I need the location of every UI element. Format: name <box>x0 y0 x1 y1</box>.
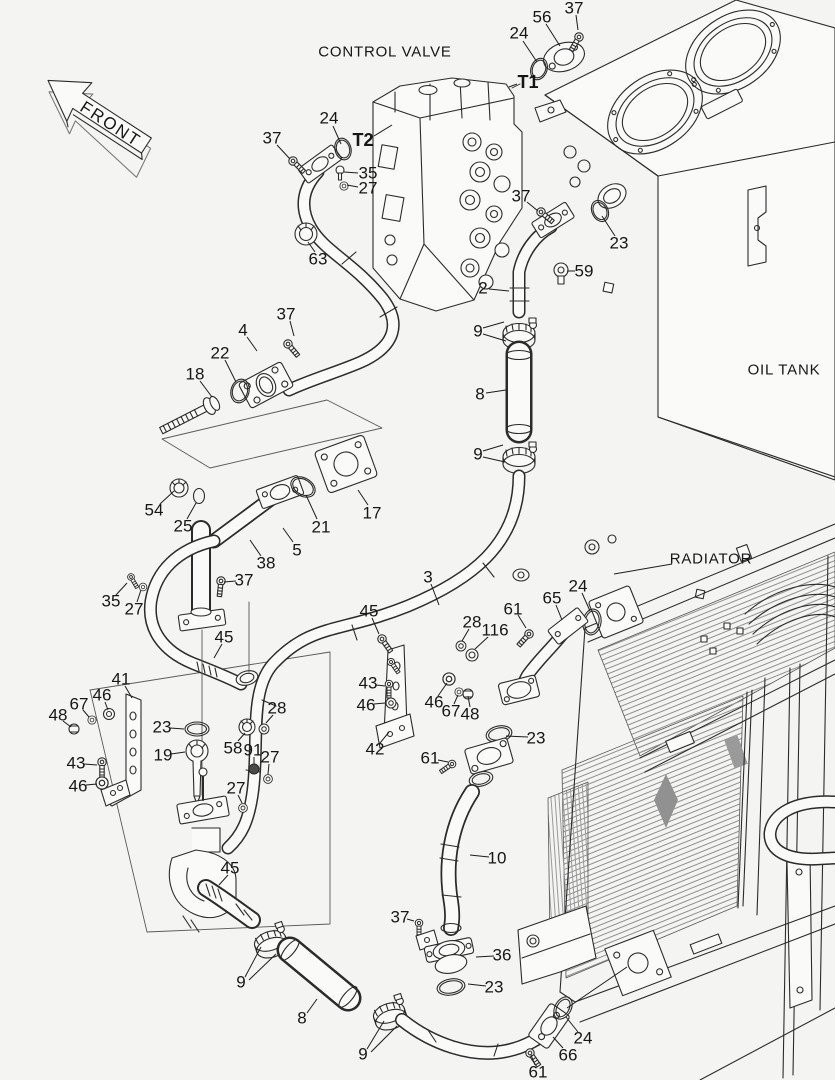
plug-58 <box>238 718 256 736</box>
hose-8-lower <box>276 936 362 1012</box>
tank-port <box>597 183 627 209</box>
oil-tank-illustration <box>544 0 835 600</box>
construction-lines <box>89 399 383 933</box>
pipe-4 <box>282 137 400 397</box>
pipe-65 <box>455 607 589 706</box>
bracket-42 <box>375 632 474 749</box>
brand-diamond-logo <box>654 774 678 828</box>
bottom-elbow-assembly <box>168 827 261 933</box>
plug-54 <box>169 478 189 498</box>
flange-4-group <box>159 337 302 435</box>
nut-91 <box>248 763 260 775</box>
bracket-41 <box>68 693 142 807</box>
fitting-19 <box>185 739 209 805</box>
pipe-3 <box>221 469 530 855</box>
o-ring-24-t1 <box>530 57 548 81</box>
o-ring-25 <box>192 487 206 505</box>
clamp-9 <box>502 441 538 475</box>
o-ring-21 <box>290 476 316 498</box>
plug-63 <box>294 222 318 246</box>
o-ring-22 <box>230 378 250 404</box>
stud-18 <box>159 395 221 435</box>
front-arrow: FRONT <box>47 79 152 178</box>
bottom-pipe-to-radiator <box>395 918 573 1069</box>
hose-8-upper <box>505 340 533 444</box>
hose-10 <box>423 725 514 996</box>
o-ring-23-bottom <box>436 978 466 996</box>
radiator-illustration <box>517 523 835 1080</box>
flange-61 <box>464 737 514 775</box>
pipe-2 <box>509 183 627 319</box>
drain-stack <box>176 629 230 825</box>
block-17 <box>314 435 378 493</box>
control-valve-illustration <box>372 77 567 312</box>
sensor-59 <box>553 262 569 285</box>
flange-56-group <box>530 30 586 81</box>
pipe-5-assembly <box>125 435 378 691</box>
bolt-116 <box>465 648 479 662</box>
bolt-35 <box>335 165 345 181</box>
small-fittings <box>238 718 273 813</box>
o-ring-23-left <box>184 721 210 737</box>
